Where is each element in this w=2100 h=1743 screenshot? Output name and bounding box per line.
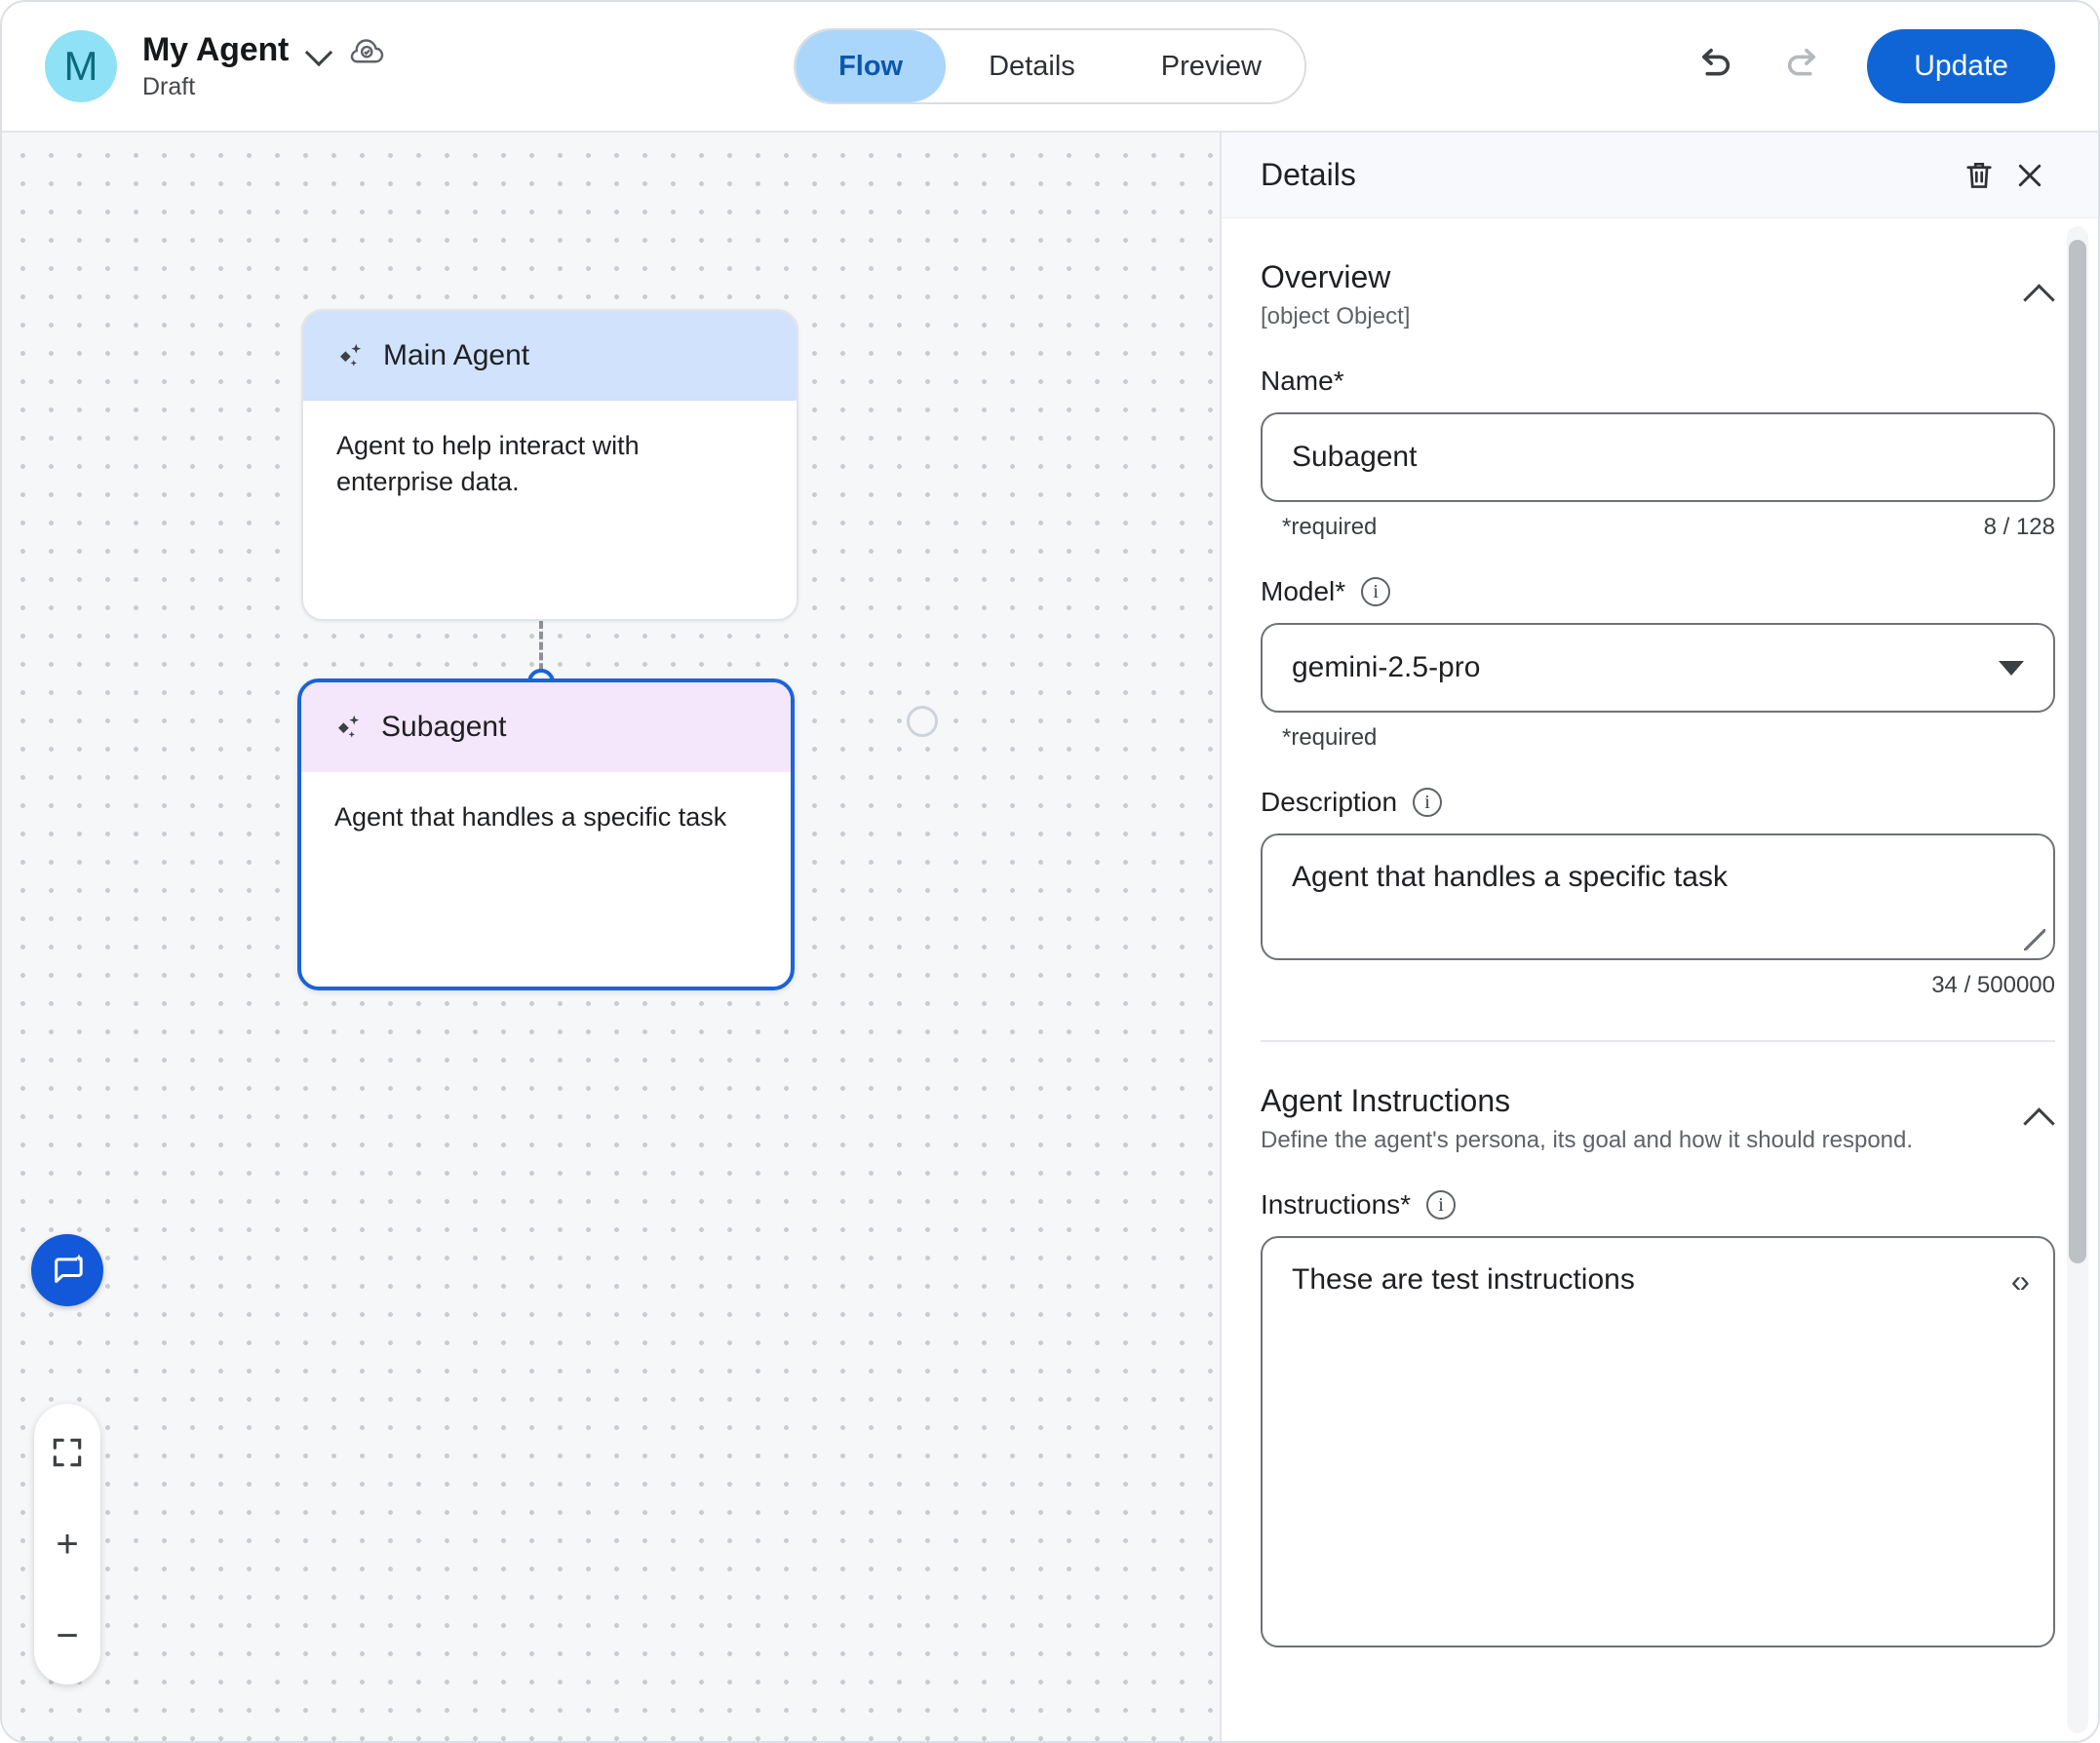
description-textarea-value: Agent that handles a specific task — [1292, 861, 1728, 893]
details-panel: Details Overview [object O — [1220, 133, 2098, 1741]
details-panel-body: Overview [object Object] Name* Subagent … — [1222, 218, 2098, 1741]
overview-collapse-chevron-up-icon[interactable] — [2022, 277, 2055, 310]
info-icon[interactable]: i — [1413, 788, 1443, 817]
instructions-section-header: Agent Instructions Define the agent's pe… — [1261, 1042, 2055, 1154]
edge-main-to-subagent — [539, 621, 543, 681]
scrollbar-thumb[interactable] — [2069, 240, 2086, 1263]
model-required-helper: *required — [1282, 724, 1378, 751]
instructions-textarea[interactable]: These are test instructions ‹› — [1261, 1236, 2055, 1647]
sparkle-icon — [334, 713, 364, 742]
agent-title-row: My Agent — [142, 31, 386, 69]
instructions-section-title: Agent Instructions — [1261, 1083, 1511, 1118]
model-label-text: Model* — [1261, 576, 1346, 606]
tab-preview[interactable]: Preview — [1118, 30, 1304, 102]
node-subagent-title: Subagent — [381, 711, 507, 743]
zoom-out-button[interactable]: − — [40, 1608, 95, 1663]
status-badge: Draft — [142, 73, 196, 100]
resize-handle[interactable] — [2024, 929, 2045, 950]
avatar: M — [45, 30, 117, 102]
name-character-counter: 8 / 128 — [1983, 514, 2055, 540]
model-field-label: Model* i — [1261, 576, 2055, 607]
name-input[interactable]: Subagent — [1261, 412, 2055, 502]
node-subagent[interactable]: Subagent Agent that handles a specific t… — [297, 678, 795, 990]
sparkle-icon — [336, 341, 366, 370]
agent-title-block: My Agent Draft — [142, 31, 386, 101]
tab-flow[interactable]: Flow — [796, 30, 947, 102]
description-character-counter: 34 / 500000 — [1931, 972, 2055, 998]
model-field-group: Model* i gemini-2.5-pro *required — [1261, 576, 2055, 752]
node-main-agent[interactable]: Main Agent Agent to help interact with e… — [301, 309, 798, 621]
section-divider — [1261, 1040, 2055, 1042]
overview-section-header: Overview [object Object] — [1261, 218, 2055, 330]
update-button[interactable]: Update — [1867, 29, 2055, 103]
instructions-label-text: Instructions* — [1261, 1189, 1412, 1220]
node-main-agent-header: Main Agent — [303, 311, 797, 401]
undo-button[interactable] — [1684, 37, 1742, 96]
tab-details[interactable]: Details — [946, 30, 1118, 102]
chat-assistant-button[interactable] — [31, 1234, 103, 1306]
chevron-down-icon[interactable] — [306, 38, 331, 63]
instructions-field-label: Instructions* i — [1261, 1189, 2055, 1220]
node-main-agent-body: Agent to help interact with enterprise d… — [336, 431, 640, 497]
instructions-section-description: Define the agent's persona, its goal and… — [1261, 1127, 1914, 1153]
name-helper-row: *required 8 / 128 — [1261, 514, 2055, 541]
info-icon[interactable]: i — [1426, 1190, 1457, 1220]
view-tabs: Flow Details Preview — [794, 28, 1306, 104]
node-subagent-header: Subagent — [301, 682, 791, 772]
name-field-label: Name* — [1261, 366, 2055, 397]
cloud-saved-icon — [349, 36, 386, 65]
name-field-group: Name* Subagent *required 8 / 128 — [1261, 366, 2055, 541]
instructions-field-group: Instructions* i These are test instructi… — [1261, 1189, 2055, 1647]
top-bar: M My Agent Draft Flow D — [2, 2, 2098, 133]
name-required-helper: *required — [1282, 514, 1378, 540]
overview-section-title: Overview — [1261, 259, 1391, 294]
info-icon[interactable]: i — [1361, 577, 1391, 606]
top-actions: Update — [1684, 29, 2055, 103]
close-icon[interactable] — [2004, 150, 2055, 201]
node-subagent-body: Agent that handles a specific task — [334, 802, 727, 832]
node-main-agent-title: Main Agent — [383, 339, 530, 371]
description-label-text: Description — [1261, 787, 1398, 817]
model-helper-row: *required — [1261, 724, 2055, 752]
description-textarea[interactable]: Agent that handles a specific task — [1261, 833, 2055, 960]
flow-canvas[interactable]: Main Agent Agent to help interact with e… — [2, 133, 1224, 1741]
details-panel-header: Details — [1222, 133, 2098, 218]
zoom-in-button[interactable]: + — [40, 1517, 95, 1571]
name-label-text: Name* — [1261, 366, 1344, 396]
delete-button[interactable] — [1954, 150, 2004, 201]
details-panel-title: Details — [1261, 157, 1356, 192]
model-select[interactable]: gemini-2.5-pro — [1261, 623, 2055, 713]
description-helper-row: 34 / 500000 — [1261, 972, 2055, 999]
zoom-controls: + − — [34, 1404, 100, 1685]
instructions-collapse-chevron-up-icon[interactable] — [2022, 1101, 2055, 1134]
description-field-group: Description i Agent that handles a speci… — [1261, 787, 2055, 999]
code-view-toggle-icon[interactable]: ‹› — [2010, 1263, 2030, 1298]
details-panel-scrollbar[interactable] — [2067, 226, 2088, 1733]
agent-brand: M My Agent Draft — [2, 30, 386, 102]
description-field-label: Description i — [1261, 787, 2055, 818]
node-main-agent-right-handle[interactable] — [907, 706, 938, 737]
chevron-down-icon — [1999, 660, 2024, 676]
overview-section-description: [object Object] — [1261, 303, 1411, 329]
redo-button[interactable] — [1775, 37, 1834, 96]
model-selected-value: gemini-2.5-pro — [1292, 651, 1481, 683]
fit-to-screen-button[interactable] — [40, 1425, 95, 1480]
instructions-textarea-value: These are test instructions — [1292, 1263, 1635, 1296]
page-title: My Agent — [142, 31, 290, 68]
